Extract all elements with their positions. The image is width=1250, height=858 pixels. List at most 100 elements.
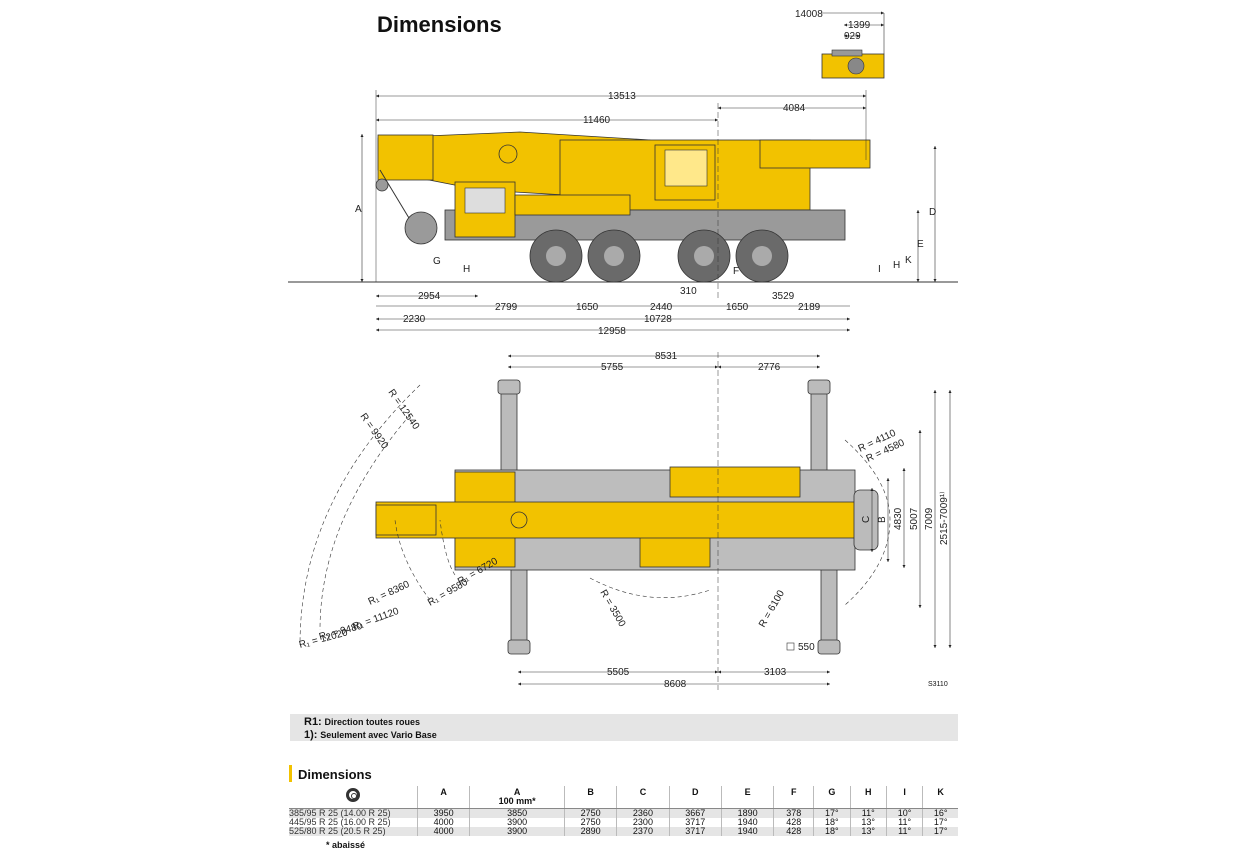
tyre-size: 445/95 R 25 (16.00 R 25) bbox=[289, 818, 418, 827]
dim-letter-h2: H bbox=[893, 260, 900, 271]
col-a: A bbox=[417, 786, 471, 809]
col-g: G bbox=[813, 786, 851, 809]
table-cell: 3717 bbox=[669, 827, 722, 836]
dim-2440: 2440 bbox=[650, 302, 673, 313]
dim-3103: 3103 bbox=[764, 667, 787, 678]
table-cell: 2750 bbox=[564, 818, 618, 827]
dim-5755: 5755 bbox=[601, 362, 624, 373]
radius-r1-8360: R₁ = 8360 bbox=[367, 579, 412, 608]
dim-11460: 11460 bbox=[583, 115, 611, 126]
r1-text: Direction toutes roues bbox=[324, 717, 421, 727]
table-cell: 17° bbox=[933, 826, 948, 836]
dim-5007: 5007 bbox=[909, 507, 920, 530]
table-cell: 4000 bbox=[417, 827, 471, 836]
table-row: 445/95 R 25 (16.00 R 25) 4000 3900 2750 … bbox=[289, 818, 958, 827]
dim-14008: 14008 bbox=[795, 9, 823, 20]
table-cell: 428 bbox=[773, 818, 815, 827]
table-row: 525/80 R 25 (20.5 R 25) 4000 3900 2890 2… bbox=[289, 827, 958, 836]
dim-929: 929 bbox=[844, 31, 861, 42]
dim-13513: 13513 bbox=[608, 91, 636, 102]
dim-1399: 1399 bbox=[848, 20, 871, 31]
dim-4084: 4084 bbox=[783, 103, 806, 114]
dim-letter-f: F bbox=[733, 266, 739, 277]
dim-8531: 8531 bbox=[655, 351, 678, 362]
tyre-size: 525/80 R 25 (20.5 R 25) bbox=[289, 827, 418, 836]
col-f: F bbox=[773, 786, 815, 809]
dim-1650: 1650 bbox=[576, 302, 599, 313]
table-cell: 2890 bbox=[564, 827, 618, 836]
dim-550: 550 bbox=[798, 642, 815, 653]
radius-12540: R = 12540 bbox=[386, 387, 422, 432]
dim-2799: 2799 bbox=[495, 302, 518, 313]
col-b: B bbox=[564, 786, 618, 809]
table-cell: 3850 bbox=[469, 808, 565, 818]
dim-letter-g: G bbox=[433, 256, 441, 267]
table-cell: 378 bbox=[773, 808, 815, 818]
table-cell: 1940 bbox=[721, 827, 775, 836]
table-cell: 3900 bbox=[469, 827, 565, 836]
dim-letter-c: C bbox=[861, 516, 872, 523]
table-cell: 11° bbox=[886, 827, 924, 836]
dim-letter-a: A bbox=[355, 204, 362, 215]
table-cell: 1940 bbox=[721, 818, 775, 827]
table-cell: 3900 bbox=[469, 818, 565, 827]
col-k: K bbox=[922, 786, 958, 809]
note1-label: 1): bbox=[304, 729, 318, 741]
note1-text: Seulement avec Vario Base bbox=[320, 730, 437, 740]
figure-code: S3110 bbox=[928, 681, 948, 688]
table-cell: 2750 bbox=[564, 808, 618, 818]
dim-letter-h: H bbox=[463, 264, 470, 275]
dim-2189: 2189 bbox=[798, 302, 821, 313]
dim-2776: 2776 bbox=[758, 362, 781, 373]
dim-letter-k: K bbox=[905, 255, 912, 266]
dim-7009: 7009 bbox=[924, 507, 935, 530]
dim-2230: 2230 bbox=[403, 314, 426, 325]
radius-9920: R = 9920 bbox=[358, 411, 391, 451]
table-cell: 3950 bbox=[417, 808, 471, 818]
table-cell: 11° bbox=[886, 818, 924, 827]
dim-3529: 3529 bbox=[772, 291, 795, 302]
col-e: E bbox=[721, 786, 775, 809]
page-title: Dimensions bbox=[377, 12, 502, 37]
dim-4830: 4830 bbox=[893, 507, 904, 530]
col-h: H bbox=[850, 786, 887, 809]
dim-2515-7009: 2515-7009¹⁾ bbox=[939, 491, 950, 545]
table-cell: 17° bbox=[933, 817, 948, 827]
table-cell: 428 bbox=[773, 827, 815, 836]
table-cell: 16° bbox=[933, 808, 948, 818]
dim-2954: 2954 bbox=[418, 291, 441, 302]
table-cell: 3717 bbox=[669, 818, 722, 827]
dim-310: 310 bbox=[680, 286, 697, 297]
top-small-view: 14008 1399 929 bbox=[795, 9, 885, 79]
tyre-icon bbox=[346, 788, 360, 802]
radius-3500: R = 3500 bbox=[597, 588, 627, 629]
dim-10728: 10728 bbox=[644, 314, 672, 325]
table-cell: 18° bbox=[813, 827, 851, 836]
radius-r1-9580: R₁ = 9580 bbox=[426, 577, 470, 609]
dim-8608: 8608 bbox=[664, 679, 687, 690]
table-cell: 1890 bbox=[721, 808, 775, 818]
dim-1650-rear: 1650 bbox=[726, 302, 749, 313]
table-cell: 17° bbox=[813, 808, 851, 818]
section-title: Dimensions bbox=[289, 765, 372, 782]
footnote: * abaissé bbox=[326, 840, 366, 850]
plan-view: 8531 5755 2776 5505 3103 8608 R = 12540 … bbox=[298, 351, 952, 690]
table-cell: 18° bbox=[813, 818, 851, 827]
table-cell: 11° bbox=[850, 808, 887, 818]
table-row: 385/95 R 25 (14.00 R 25) 3950 3850 2750 … bbox=[289, 808, 958, 818]
dim-12958: 12958 bbox=[598, 326, 626, 337]
dim-letter-i: I bbox=[878, 264, 881, 275]
table-cell: 3667 bbox=[669, 808, 722, 818]
col-a-subtitle: 100 mm* bbox=[498, 796, 536, 806]
tyre-icon-cell bbox=[289, 786, 418, 809]
table-cell: 4000 bbox=[417, 818, 471, 827]
col-c: C bbox=[616, 786, 670, 809]
dim-letter-e: E bbox=[917, 239, 924, 250]
col-i: I bbox=[886, 786, 924, 809]
table-cell: 2300 bbox=[616, 818, 670, 827]
table-cell: 13° bbox=[850, 818, 887, 827]
